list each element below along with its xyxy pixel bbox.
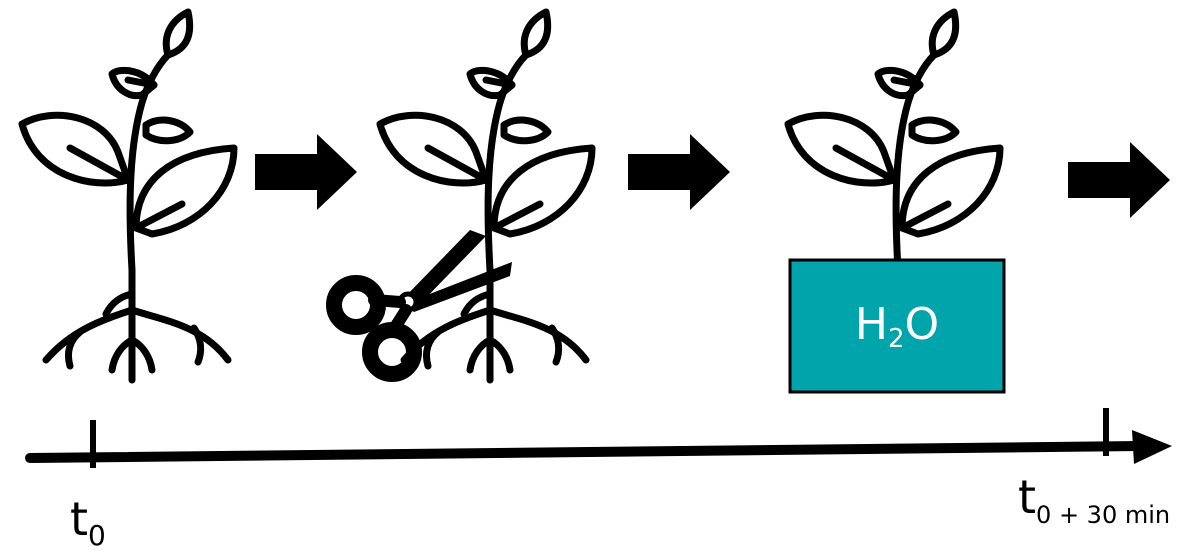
water-label: H2O xyxy=(790,303,1004,352)
scissors-icon xyxy=(334,230,512,374)
arrow-right-icon-3 xyxy=(1068,142,1170,218)
arrow-right-icon-1 xyxy=(255,134,357,210)
plant-icon-intact xyxy=(22,12,234,380)
timeline-end-label: t0 + 30 min xyxy=(1018,474,1170,527)
timeline-start-label: t0 xyxy=(70,496,106,550)
plant-icon-cut xyxy=(380,12,592,380)
plant-icon-in-water xyxy=(788,12,1000,270)
arrow-right-icon-2 xyxy=(628,134,730,210)
timeline-axis xyxy=(30,408,1172,468)
